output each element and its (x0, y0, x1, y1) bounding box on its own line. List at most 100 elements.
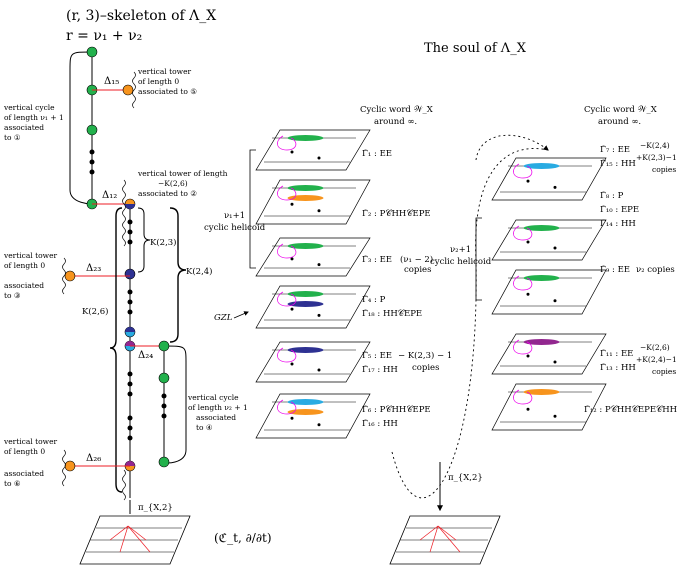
entry-g8: Γ̃₈ : P (600, 190, 624, 201)
base-plane-left (79, 515, 191, 565)
copies-g7-2: +K(2,3)−1 (636, 153, 677, 162)
right-helicoid-1: ν₂+1 (450, 245, 471, 255)
note-tower5-3: associated to ⑤ (138, 87, 197, 96)
sheet-plane (491, 333, 607, 375)
sheet-strip (287, 301, 324, 307)
plane-dot (526, 407, 530, 411)
plane-outline (491, 157, 607, 201)
plane-dot (290, 202, 294, 206)
plane-outline (491, 383, 607, 431)
sheet-plane (491, 269, 607, 315)
entry-g7: Γ̃₇ : EE (600, 144, 630, 155)
brace-k24 (169, 207, 187, 343)
sheet-plane (491, 157, 607, 201)
magenta-loop (513, 275, 533, 291)
sheet-plane (255, 285, 371, 329)
entry-g13: Γ̃₁₃ : HH (600, 362, 636, 373)
node-half-purple (125, 461, 135, 466)
dot (127, 229, 133, 235)
brace-k26 (109, 207, 123, 493)
dot (161, 403, 167, 409)
plane-dot (317, 313, 321, 317)
entry-g6: Γ̃₆ : P𝒞HH𝒞EPE (362, 404, 431, 415)
node-half-blue (125, 204, 135, 209)
brace-k23 (137, 207, 151, 273)
entry-g2: Γ̃₂ : P𝒞HH𝒞EPE (362, 208, 431, 219)
node-half-blue (125, 327, 135, 332)
sheet-strip (523, 339, 560, 345)
copies-g9: ν₂ copies (636, 265, 675, 275)
skeleton-panel: (r, 3)–skeleton of Λ_X r = ν₁ + ν₂ Δ₁₅ v… (3, 8, 248, 565)
dot (127, 391, 133, 397)
copies-g5-1: − K(2,3) − 1 (398, 350, 452, 361)
label-delta15: Δ₁₅ (104, 76, 119, 87)
magenta-loop (277, 135, 297, 151)
copies-g3-1: (ν₁ − 2) (400, 254, 433, 265)
note-tower6-2: of length 0 (4, 447, 45, 456)
label-projection-right: π_{X,2} (448, 473, 483, 483)
node-orange (64, 270, 76, 282)
entry-g12: Γ̃₁₂ : P𝒞HH𝒞EPE𝒞HH (584, 404, 677, 415)
note-tower2-2: −K(2,6) (158, 179, 188, 188)
note-cycle4-4: to ④ (196, 423, 213, 432)
brace-right-helicoid (475, 217, 482, 301)
plane-dot (526, 292, 530, 296)
note-tower6-3: associated (4, 469, 44, 478)
copies-g11-3: copies (652, 367, 676, 376)
magenta-loop (277, 399, 297, 415)
sheet-strip (287, 135, 324, 141)
entry-g4: Γ̃₄ : P (362, 294, 386, 305)
dot (127, 415, 133, 421)
plane-dot (290, 307, 294, 311)
sheet-plane (255, 129, 371, 171)
label-delta23: Δ₂₃ (86, 263, 101, 274)
plane-outline (255, 129, 371, 171)
entry-g14: Γ̃₁₄ : HH (600, 218, 636, 229)
sheet-plane (491, 219, 607, 261)
label-delta12: Δ₁₂ (102, 190, 117, 201)
sheet-strip (287, 399, 324, 405)
tower-coil-6b (122, 469, 126, 501)
plane-dot (290, 150, 294, 154)
note-tower3-1: vertical tower (3, 251, 58, 260)
label-k26: K(2,6) (82, 306, 109, 317)
node-orange (64, 460, 76, 472)
plane-dot (317, 209, 321, 213)
entry-g18: Γ̃₁₈ : HH𝒞EPE (362, 308, 422, 319)
magenta-loop (513, 339, 533, 355)
note-cycle4-1: vertical cycle (187, 393, 239, 402)
plane-outline (255, 393, 371, 439)
label-k24: K(2,4) (186, 266, 213, 277)
dot (127, 309, 133, 315)
node-green (158, 340, 170, 352)
copies-g11-2: +K(2,4)−1 (636, 355, 677, 364)
sheet-plane (255, 237, 371, 277)
note-tower5-1: vertical tower (137, 67, 192, 76)
plane-outline (491, 333, 607, 375)
note-tower2-1: vertical tower of length (137, 169, 228, 178)
plane-dot (526, 179, 530, 183)
tower-coil-6 (62, 449, 66, 487)
entry-g10: Γ̃₁₀ : EPE (600, 204, 639, 215)
copies-g11-1: −K(2,6) (640, 343, 670, 352)
dot (127, 289, 133, 295)
entry-g9: Γ̃₉ : EE (600, 264, 630, 275)
base-plane-right (389, 515, 501, 565)
entry-g1: Γ̃₁ : EE (362, 148, 392, 159)
return-arrow-top (475, 134, 549, 161)
plane-dot (317, 423, 321, 427)
cycle-2-loop (163, 345, 187, 464)
entry-g3: Γ̃₃ : EE (362, 254, 392, 265)
plane-dot (553, 185, 557, 189)
dot (127, 435, 133, 441)
plane-dot (553, 246, 557, 250)
soul-title: The soul of Λ_X (424, 41, 527, 56)
sheet-strip (523, 275, 560, 281)
plane-dot (290, 257, 294, 261)
left-plane-stack (255, 129, 371, 439)
return-arrow-bottom (391, 148, 549, 499)
sheet-strip (287, 291, 324, 297)
plane-dot (290, 416, 294, 420)
sheet-plane (255, 179, 371, 225)
